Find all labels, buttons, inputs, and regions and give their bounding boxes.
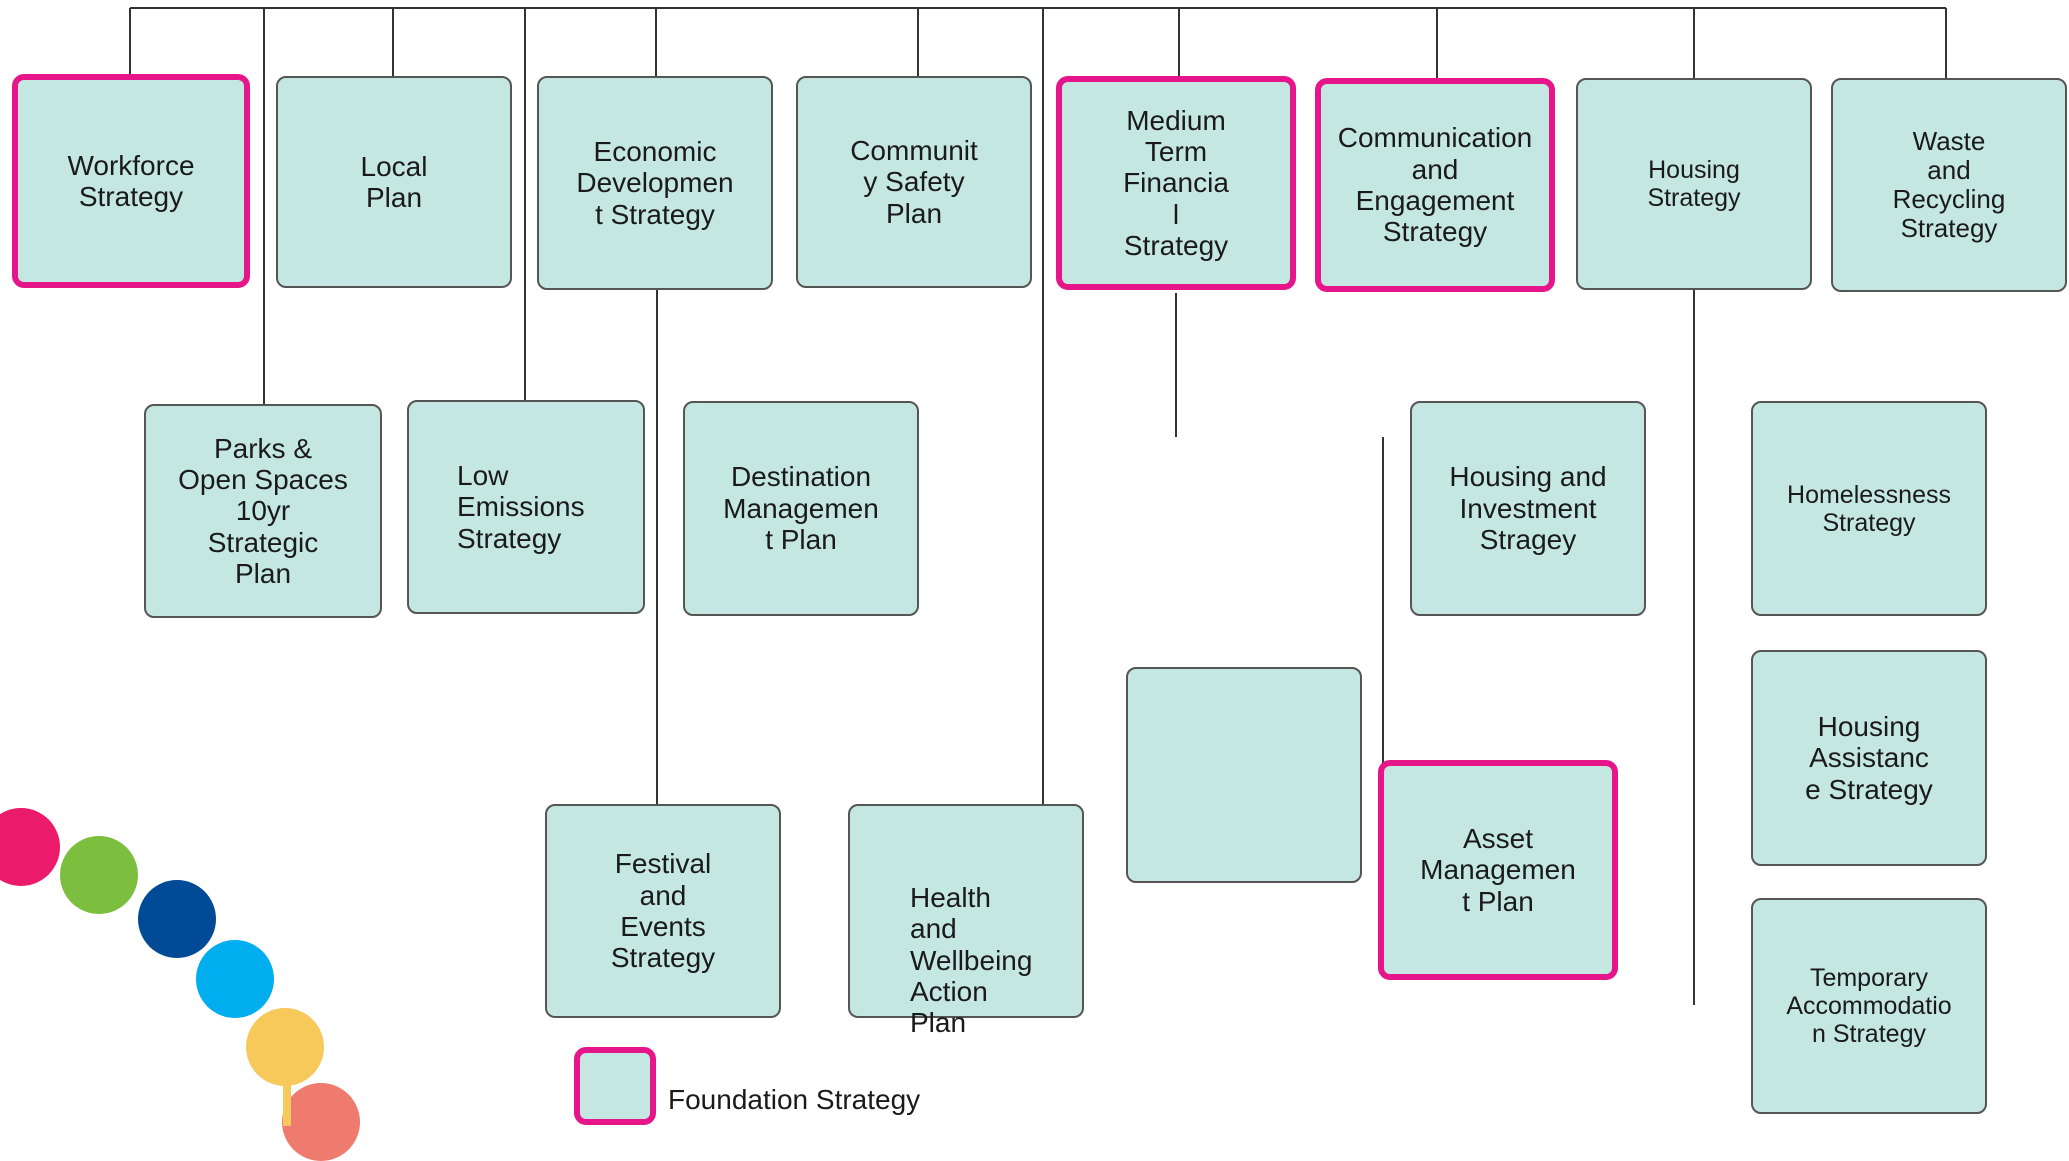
connector-lines [129,7,1947,1005]
parks-open-spaces-plan-label: Parks & Open Spaces 10yr Strategic Plan [178,432,348,590]
asset-management-plan-box: Asset Managemen t Plan [1378,760,1618,980]
housing-assistance-strategy-box: Housing Assistanc e Strategy [1751,650,1987,866]
legend-swatch [574,1047,656,1125]
economic-development-strategy-box: Economic Developmen t Strategy [537,76,773,290]
asset-management-plan-label: Asset Managemen t Plan [1420,822,1576,917]
low-emissions-strategy-box: Low Emissions Strategy [407,400,645,614]
community-safety-plan-box: Communit y Safety Plan [796,76,1032,288]
festival-events-strategy-label: Festival and Events Strategy [610,848,716,974]
housing-strategy-label: Housing Strategy [1647,156,1741,212]
housing-strategy-box: Housing Strategy [1576,78,1812,290]
decorative-dot [0,808,60,886]
parks-open-spaces-plan-box: Parks & Open Spaces 10yr Strategic Plan [144,404,382,618]
medium-term-financial-strategy-box: Medium Term Financia l Strategy [1056,76,1296,290]
local-plan-box: Local Plan [276,76,512,288]
decorative-dot [60,836,138,914]
communication-engagement-strategy-box: Communication and Engagement Strategy [1315,78,1555,292]
health-wellbeing-action-plan-label: Health and Wellbeing Action Plan [910,882,1033,1039]
festival-events-strategy-box: Festival and Events Strategy [545,804,781,1018]
economic-development-strategy-label: Economic Developmen t Strategy [576,135,734,230]
health-wellbeing-action-plan-box: Health and Wellbeing Action Plan [848,804,1084,1038]
housing-assistance-strategy-label: Housing Assistanc e Strategy [1805,710,1933,805]
homelessness-strategy-label: Homelessness Strategy [1787,480,1951,537]
decorative-stem [283,1075,291,1126]
local-plan-label: Local Plan [360,150,428,213]
housing-investment-strategy-box: Housing and Investment Stragey [1410,401,1646,616]
destination-management-plan-label: Destination Managemen t Plan [723,461,879,556]
destination-management-plan-box: Destination Managemen t Plan [683,401,919,616]
temporary-accommodation-strategy-label: Temporary Accommodatio n Strategy [1786,964,1952,1048]
low-emissions-strategy-label: Low Emissions Strategy [457,459,585,554]
housing-investment-strategy-label: Housing and Investment Stragey [1449,461,1607,556]
decorative-dot [282,1083,360,1161]
waste-recycling-strategy-label: Waste and Recycling Strategy [1892,125,2006,244]
decorative-dot [138,880,216,958]
community-safety-plan-label: Communit y Safety Plan [850,134,978,229]
homelessness-strategy-box: Homelessness Strategy [1751,401,1987,616]
empty-box [1126,667,1362,883]
waste-recycling-strategy-box: Waste and Recycling Strategy [1831,78,2067,292]
temporary-accommodation-strategy-box: Temporary Accommodatio n Strategy [1751,898,1987,1114]
legend-label: Foundation Strategy [668,1084,921,1115]
workforce-strategy-label: Workforce Strategy [67,149,195,212]
decorative-dot [246,1008,324,1086]
medium-term-financial-strategy-label: Medium Term Financia l Strategy [1123,104,1229,262]
decorative-dot [196,940,274,1018]
communication-engagement-strategy-label: Communication and Engagement Strategy [1337,122,1533,248]
workforce-strategy-box: Workforce Strategy [12,74,250,288]
